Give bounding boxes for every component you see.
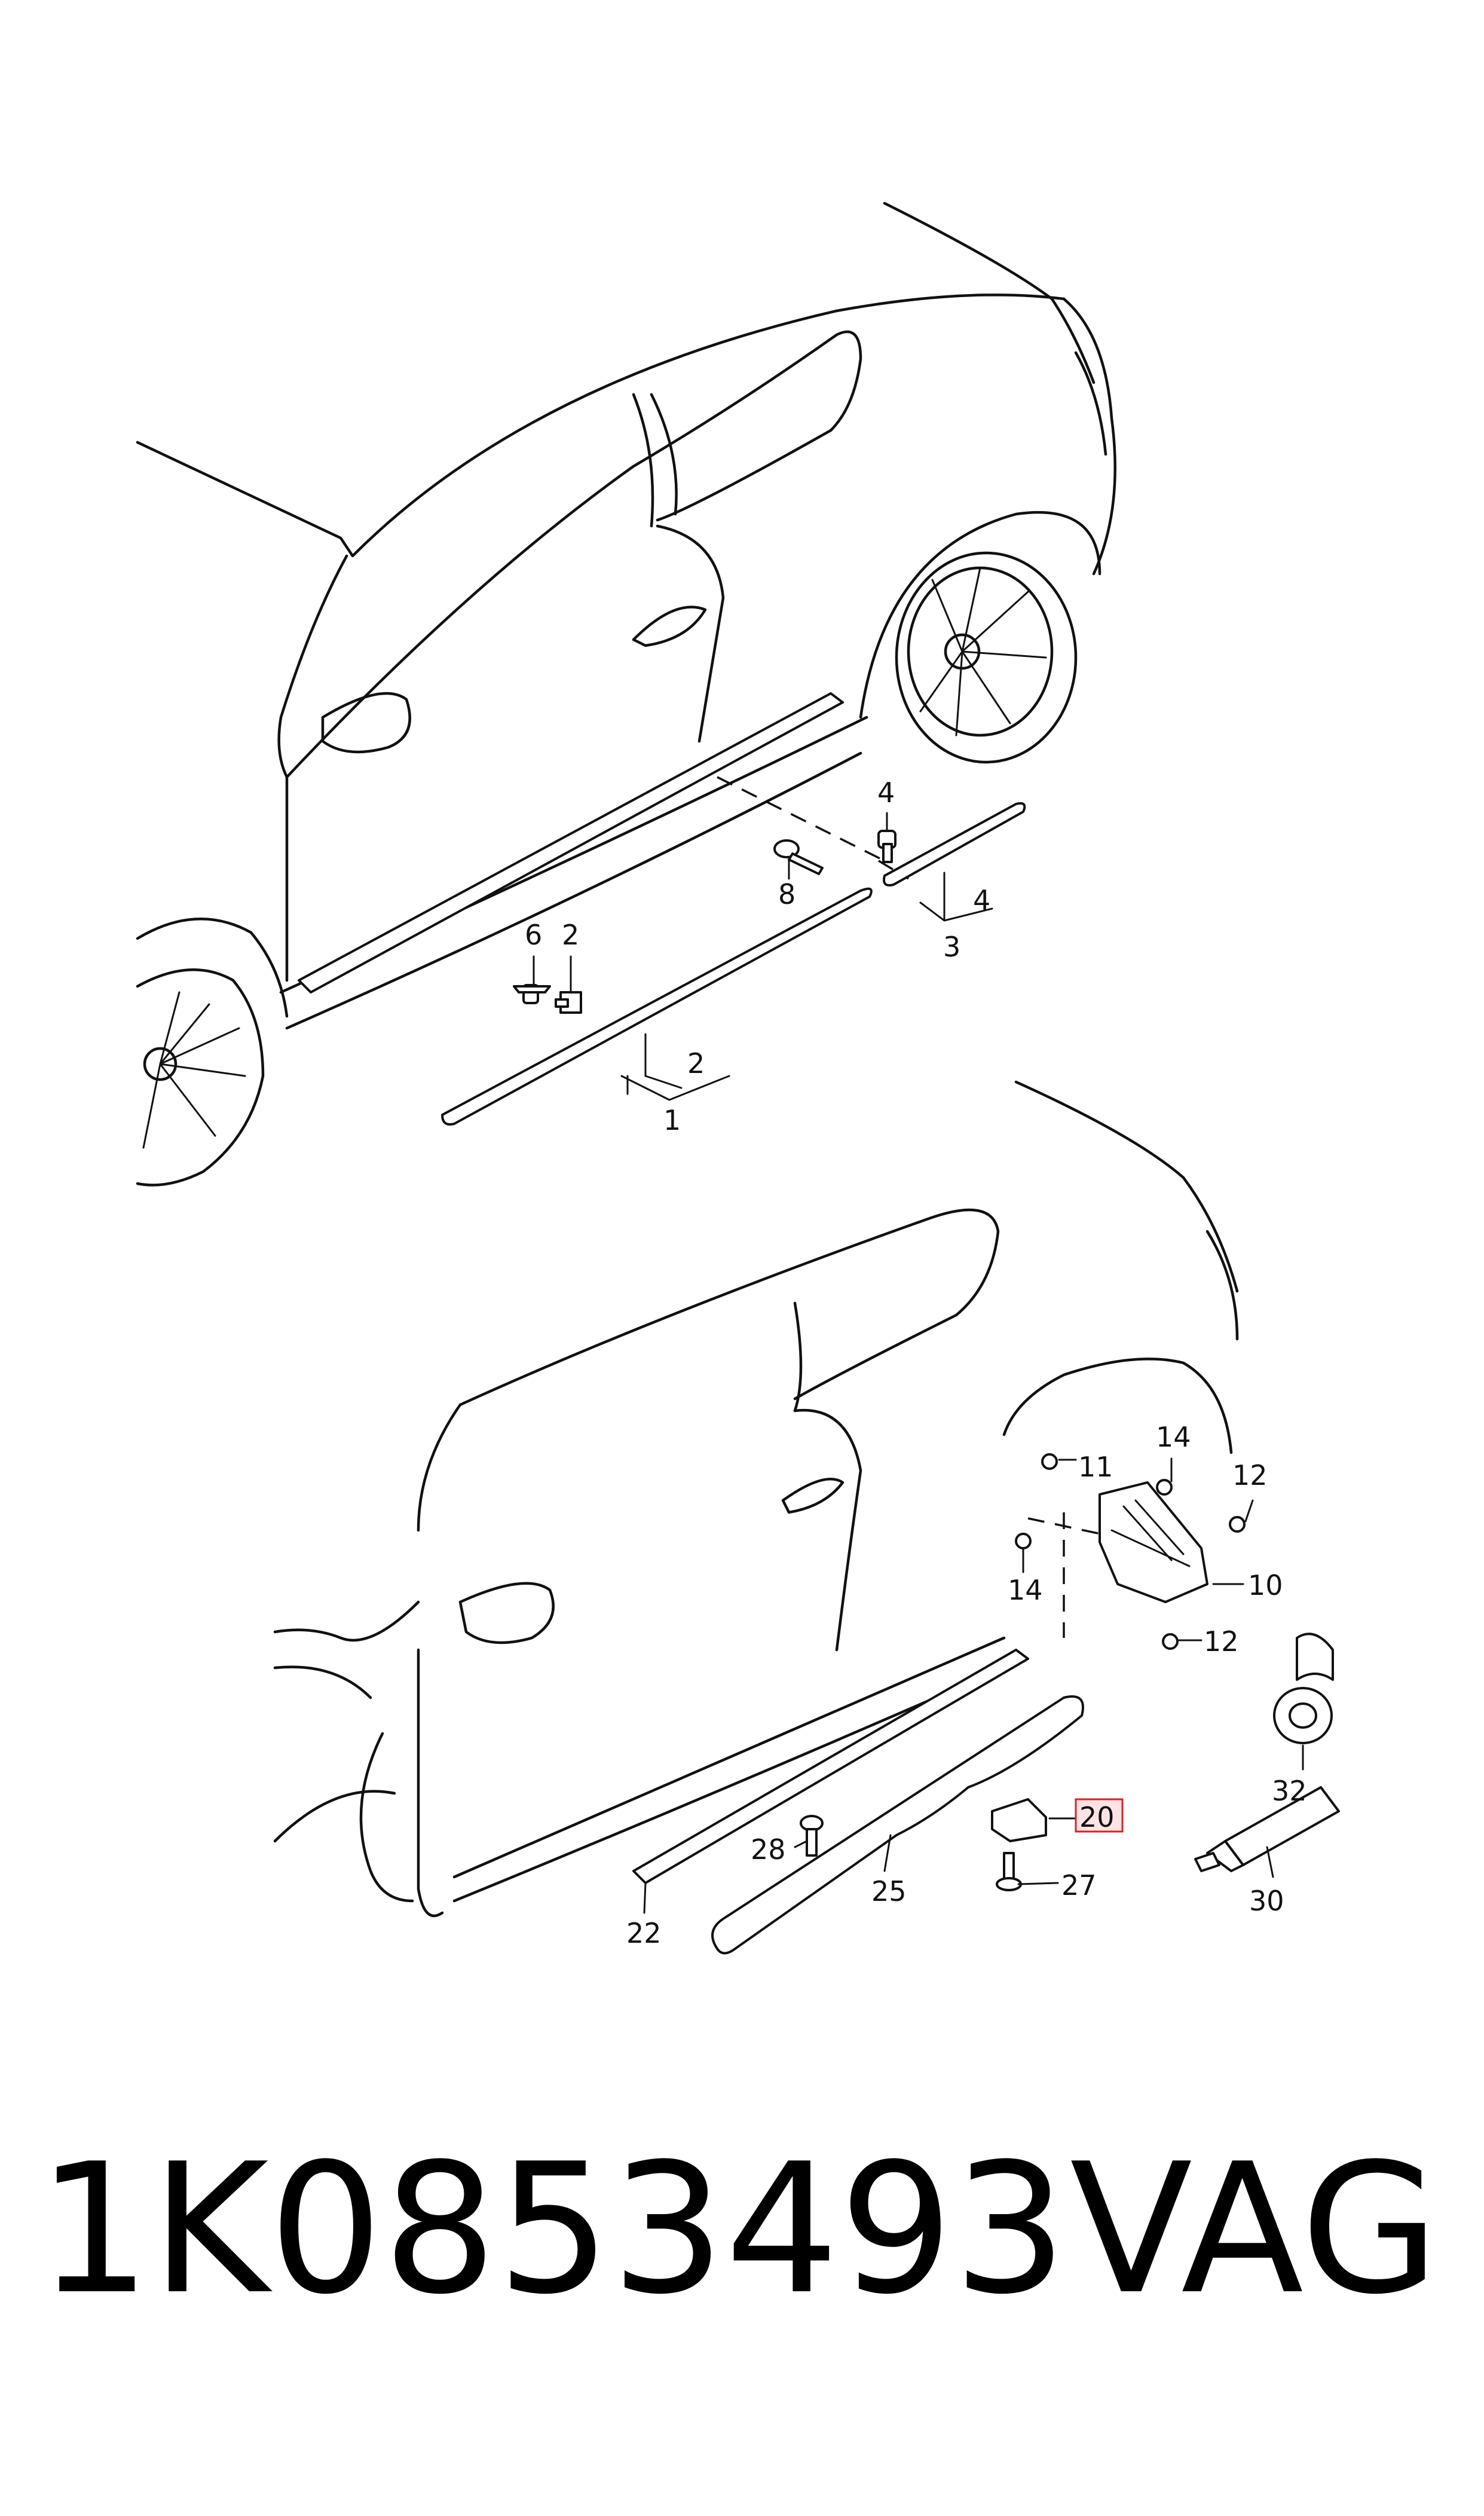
callout-2b: 2 xyxy=(687,1047,705,1080)
callout-30: 30 xyxy=(1249,1885,1284,1917)
bracket-10-icon xyxy=(1099,1481,1208,1603)
callout-12a: 12 xyxy=(1232,1459,1268,1491)
callout-28: 28 xyxy=(751,1833,786,1866)
lower-parts xyxy=(632,1453,1340,1955)
screw-8-icon xyxy=(773,839,824,875)
callout-27: 27 xyxy=(1061,1869,1097,1901)
callout-11: 11 xyxy=(1078,1451,1113,1483)
screw-28-icon xyxy=(800,1815,824,1857)
clip-14a-icon xyxy=(1156,1479,1173,1496)
callout-12b: 12 xyxy=(1204,1625,1239,1658)
callout-20: 20 xyxy=(1079,1801,1115,1833)
brand-name: VAG xyxy=(1070,2125,1440,2334)
screw-27-icon xyxy=(996,1852,1022,1891)
highlight-box-20 xyxy=(1075,1798,1124,1833)
callout-2a: 2 xyxy=(562,919,579,951)
front-door-strip xyxy=(441,887,873,1126)
callout-3: 3 xyxy=(943,931,960,963)
clip-6-icon xyxy=(513,984,551,1004)
clip-4-icon xyxy=(877,830,896,863)
clip-2-icon xyxy=(555,991,582,1014)
clip-20-icon xyxy=(991,1798,1047,1842)
lower-car-outline xyxy=(273,1080,1239,1918)
side-skirt-25 xyxy=(711,1695,1084,1955)
callout-6: 6 xyxy=(525,919,542,951)
callout-4b: 4 xyxy=(973,884,990,916)
callout-22: 22 xyxy=(626,1917,662,1949)
rear-door-strip xyxy=(883,802,1026,886)
callout-25: 25 xyxy=(871,1875,907,1907)
upper-car-outline xyxy=(136,201,1116,1187)
callout-4a: 4 xyxy=(877,776,895,809)
clip-14b-icon xyxy=(1015,1533,1032,1549)
tape-roll-32-icon xyxy=(1273,1633,1334,1744)
callout-14b: 14 xyxy=(1008,1574,1043,1606)
clip-12a-icon xyxy=(1229,1516,1246,1533)
side-skirt-22 xyxy=(632,1649,1029,1884)
clip-12b-icon xyxy=(1162,1633,1179,1650)
callout-14a: 14 xyxy=(1156,1421,1191,1453)
upper-labels: 6 2 8 4 2 1 4 3 xyxy=(525,776,990,1136)
lower-labels: 11 14 12 14 10 12 32 20 28 27 25 22 30 xyxy=(626,1421,1307,1949)
adhesive-tube-30-icon xyxy=(1194,1786,1340,1872)
sill-moulding-upper xyxy=(298,692,844,993)
callout-10: 10 xyxy=(1248,1569,1283,1601)
callout-32: 32 xyxy=(1272,1775,1307,1807)
part-number: 1K0853493 xyxy=(37,2125,1067,2334)
callout-1: 1 xyxy=(663,1104,681,1136)
callout-8: 8 xyxy=(778,878,795,910)
clip-11-icon xyxy=(1041,1453,1058,1470)
upper-parts xyxy=(298,692,1026,1126)
